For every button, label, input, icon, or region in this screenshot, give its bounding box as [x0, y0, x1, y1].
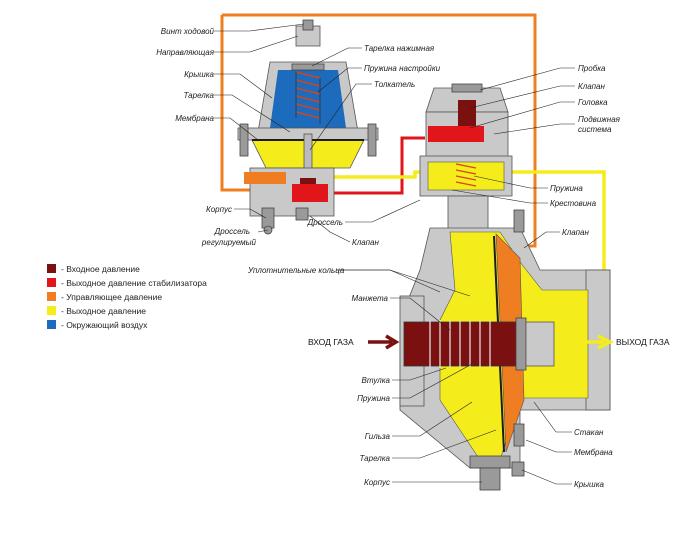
leader-lines	[214, 23, 575, 485]
label-throttle: Дроссель	[307, 218, 343, 227]
stabilizer-spring	[455, 163, 477, 187]
legend-label-ambient: - Окружающий воздух	[61, 320, 148, 330]
pilot-bolt-left	[239, 123, 249, 157]
label-pressure-plate: Тарелка нажимная	[364, 44, 435, 53]
pilot-inlet-port	[300, 178, 316, 184]
label-lead-screw: Винт ходовой	[161, 27, 215, 36]
pilot-bolt-right	[367, 123, 377, 157]
setting-spring	[295, 71, 321, 124]
flow-arrows: ВХОД ГАЗА ВЫХОД ГАЗА	[308, 334, 670, 350]
stabilizer	[419, 83, 513, 233]
label-main-cover: Крышка	[574, 480, 604, 489]
valve-disc	[515, 317, 527, 371]
legend-swatch-outlet	[47, 306, 56, 315]
label-main-spring: Пружина	[357, 394, 390, 403]
inlet-sleeve	[403, 321, 523, 367]
inlet-label: ВХОД ГАЗА	[308, 337, 354, 347]
label-bushing: Втулка	[362, 376, 391, 385]
label-main-valve: Клапан	[562, 228, 589, 237]
label-stabilizer-spring: Пружина	[550, 184, 583, 193]
stabilizer-plug	[451, 83, 483, 93]
pilot-control-channel	[244, 172, 286, 184]
label-plate: Тарелка	[183, 91, 214, 100]
label-valve-top: Клапан	[578, 82, 605, 91]
legend: - Входное давление - Выходное давление с…	[47, 264, 207, 330]
label-cuff: Манжета	[352, 294, 389, 303]
adjusting-screw	[302, 19, 314, 31]
label-guide: Направляющая	[156, 48, 214, 57]
label-crosspiece: Крестовина	[550, 199, 597, 208]
label-moving-system-1: Подвижная	[578, 115, 621, 124]
label-main-plate: Тарелка	[359, 454, 390, 463]
label-main-diaphragm: Мембрана	[574, 448, 613, 457]
legend-label-outlet: - Выходное давление	[61, 306, 146, 316]
label-moving-system-2: система	[578, 125, 612, 134]
label-cover: Крышка	[184, 70, 214, 79]
legend-label-inlet: - Входное давление	[61, 264, 140, 274]
valve-cup	[525, 321, 555, 367]
pilot-valve-chamber	[292, 184, 328, 202]
label-adjustable-throttle-1: Дроссель	[214, 227, 250, 236]
legend-label-stabilizer: - Выходное давление стабилизатора	[61, 278, 207, 288]
label-sleeve: Гильза	[365, 432, 391, 441]
label-diaphragm: Мембрана	[175, 114, 214, 123]
part-labels: Винт ходовой Направляющая Крышка Тарелка…	[156, 27, 620, 489]
stabilizer-neck	[447, 195, 489, 233]
outlet-arrow	[580, 334, 614, 350]
bolt-bottom	[513, 423, 525, 447]
legend-swatch-stabilizer	[47, 278, 56, 287]
legend-label-control: - Управляющее давление	[61, 292, 162, 302]
pilot-regulator	[237, 19, 379, 235]
label-sealing-rings: Уплотнительные кольца	[247, 266, 345, 275]
pilot-plug	[295, 207, 309, 221]
stabilizer-red-chamber	[428, 126, 484, 142]
throttle-stem	[261, 207, 275, 229]
label-plug: Пробка	[578, 64, 606, 73]
legend-swatch-ambient	[47, 320, 56, 329]
legend-swatch-inlet	[47, 264, 56, 273]
bottom-plug	[511, 461, 525, 477]
main-valve	[399, 209, 611, 491]
main-spring	[429, 320, 491, 368]
label-pilot-valve: Клапан	[352, 238, 379, 247]
stabilizer-valve	[458, 100, 476, 126]
label-adjustable-throttle-2: регулируемый	[201, 238, 257, 247]
label-pilot-body: Корпус	[206, 205, 232, 214]
bolt-top	[513, 209, 525, 233]
pressure-plate	[291, 63, 325, 71]
label-head: Головка	[578, 98, 608, 107]
bottom-cover	[469, 455, 511, 469]
stabilizer-pressure-pipe	[325, 136, 425, 195]
label-pusher: Толкатель	[374, 80, 415, 89]
label-main-body: Корпус	[364, 478, 390, 487]
legend-swatch-control	[47, 292, 56, 301]
label-cup: Стакан	[574, 428, 604, 437]
label-setting-spring: Пружина настройки	[364, 64, 441, 73]
outlet-label: ВЫХОД ГАЗА	[616, 337, 670, 347]
inlet-arrow	[368, 334, 400, 350]
bottom-stem	[479, 467, 501, 491]
